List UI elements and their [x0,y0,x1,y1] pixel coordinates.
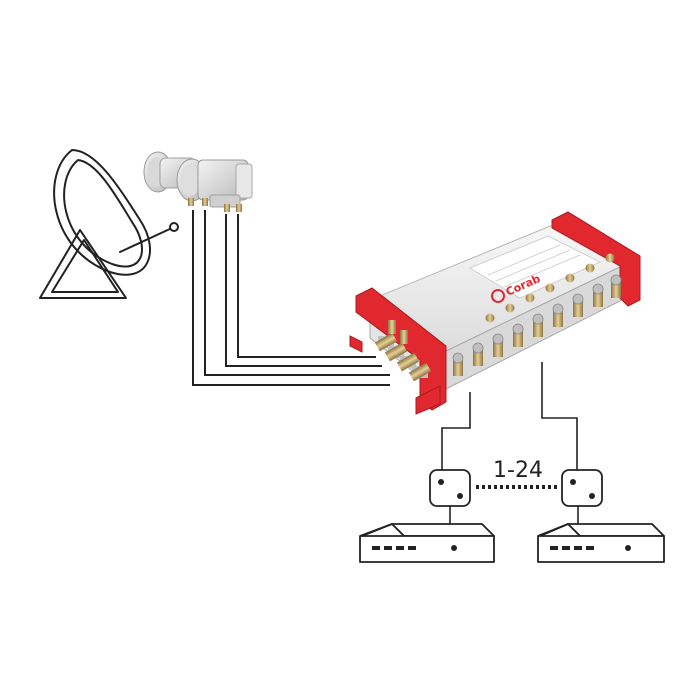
input-connectors [374,320,432,382]
receiver-icon [537,523,665,563]
lnb-cables [192,210,390,386]
output-connectors [452,253,622,376]
wall-socket-icon [561,469,603,524]
satellite-dish-icon [39,149,179,299]
receiver-icon [359,523,495,563]
quad-lnb-icon [143,151,253,212]
wall-socket-icon [429,469,471,524]
output-cables [441,362,578,470]
range-label: 1-24 [493,458,543,483]
multiswitch-icon: Corab [349,211,641,415]
